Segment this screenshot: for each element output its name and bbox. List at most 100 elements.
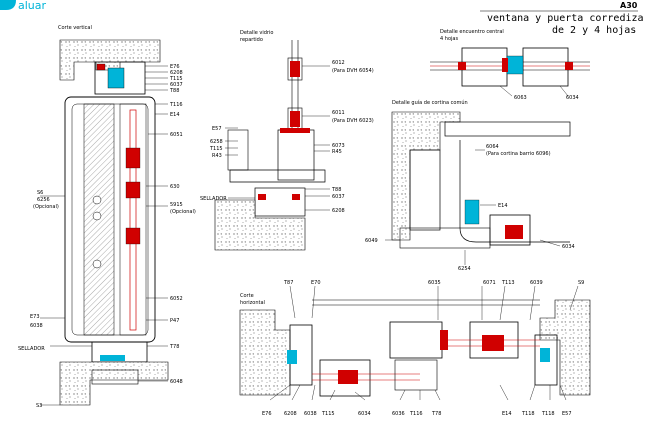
part-label: SELLADOR (18, 346, 45, 352)
part-label: T88 (169, 88, 179, 94)
sash-a (319, 359, 371, 397)
part-label: T78 (431, 411, 441, 417)
part-label: 6049 (365, 238, 378, 244)
center-red-left (458, 62, 466, 70)
glass-pane (129, 109, 137, 331)
part-label: E57 (212, 126, 222, 132)
part-label: 6035 (428, 280, 441, 286)
part-label: T78 (169, 344, 179, 350)
curtain-title: Detalle guía de cortina común (392, 99, 468, 106)
part-label: 6258 (210, 139, 223, 145)
sash-d (394, 359, 438, 391)
right-jamb-wall (539, 299, 591, 396)
center-title-line2: 4 hojas (440, 36, 458, 42)
glazing-bead (125, 181, 141, 199)
part-label: 6064 (486, 144, 499, 150)
right-jamb (534, 334, 558, 386)
part-label: 6034 (358, 411, 371, 417)
part-label: 6052 (170, 296, 183, 302)
part-label: T116 (409, 411, 423, 417)
logo-text: aluar (18, 0, 47, 12)
part-label: T118 (541, 411, 555, 417)
vertical-section-title: Corte vertical (58, 25, 92, 31)
right-jamb-seal (540, 348, 550, 362)
head-seal (96, 63, 106, 71)
top-wall (59, 39, 161, 81)
glazing-bead (125, 147, 141, 169)
slot-hole (92, 259, 102, 269)
center-seal-h (440, 330, 448, 350)
part-label: T118 (521, 411, 535, 417)
part-label: T115 (321, 411, 335, 417)
sash-right-leaf (119, 103, 147, 336)
part-label: (Para cortina barrio 6096) (486, 151, 551, 157)
part-label: 6038 (30, 323, 43, 329)
part-label: 6038 (304, 411, 317, 417)
part-label: E70 (311, 280, 321, 286)
center-title-line1: Detalle encuentro central (440, 29, 504, 35)
part-label: T113 (501, 280, 515, 286)
part-label: SELLADOR (200, 196, 227, 202)
glass-wall (214, 199, 306, 251)
glass-title-line2: repartido (240, 37, 263, 43)
slot-hole (92, 195, 102, 205)
part-label: 6256 (37, 197, 50, 203)
sill-glazing (100, 355, 125, 361)
part-label: 6011 (332, 110, 345, 116)
part-label: 6036 (392, 411, 405, 417)
part-label: E14 (498, 203, 508, 209)
horizontal-title-line2: horizontal (240, 300, 265, 306)
left-jamb-seal (287, 350, 297, 364)
part-label: E76 (170, 64, 180, 70)
part-label: 6051 (170, 132, 183, 138)
curtain-frame (399, 227, 491, 249)
center-red-right (565, 62, 573, 70)
part-label: P47 (170, 318, 179, 324)
part-label: S6 (37, 190, 43, 196)
part-label: 6254 (458, 266, 471, 272)
curtain-seal (464, 199, 480, 225)
curtain-wall (391, 111, 461, 241)
part-label: 6208 (170, 70, 183, 76)
part-label: T115 (169, 76, 183, 82)
head-glazing (107, 67, 125, 89)
glass-title-line1: Detalle vidrio (240, 30, 273, 36)
part-label: 630 (170, 184, 180, 190)
horizontal-title-line1: Corte (240, 293, 254, 299)
part-label: 6048 (170, 379, 183, 385)
slot-hole (92, 211, 102, 221)
part-label: S3 (36, 403, 42, 409)
part-label: 6034 (562, 244, 575, 250)
part-label: 6012 (332, 60, 345, 66)
part-label: E14 (170, 112, 180, 118)
part-label: 6037 (332, 194, 345, 200)
center-detail: Detalle encuentro central 4 hojas 6063 6… (430, 29, 590, 101)
part-label: 5915 (170, 202, 183, 208)
glass-sash-seal (280, 128, 310, 133)
left-jamb-wall (239, 309, 291, 396)
sheet-code: A30 (620, 1, 638, 10)
glass-detail: Detalle vidrio repartido 601 (200, 30, 374, 251)
part-label: E14 (502, 411, 512, 417)
sheet-title-line2: de 2 y 4 hojas (552, 25, 636, 36)
center-seal (506, 55, 524, 75)
glass-sill (229, 169, 326, 183)
curtain-red (505, 225, 523, 239)
curtain-guide (444, 121, 571, 137)
part-label: 6034 (566, 95, 579, 101)
sheet-title-line1: ventana y puerta corrediza (487, 13, 644, 24)
curtain-detail: Detalle guía de cortina común 6064 (Para… (365, 99, 575, 272)
part-label: T88 (331, 187, 341, 193)
center-red-mid (502, 58, 508, 72)
part-label: 6208 (284, 411, 297, 417)
logo-mark (0, 0, 16, 10)
sash-a-red (338, 370, 358, 384)
part-label: S9 (578, 280, 584, 286)
sash-c-red (482, 335, 504, 351)
vertical-section: Corte vertical (18, 25, 196, 409)
center-sash-right (522, 47, 569, 87)
part-label: 6208 (332, 208, 345, 214)
glazing-bead (125, 227, 141, 245)
part-label: 6039 (530, 280, 543, 286)
